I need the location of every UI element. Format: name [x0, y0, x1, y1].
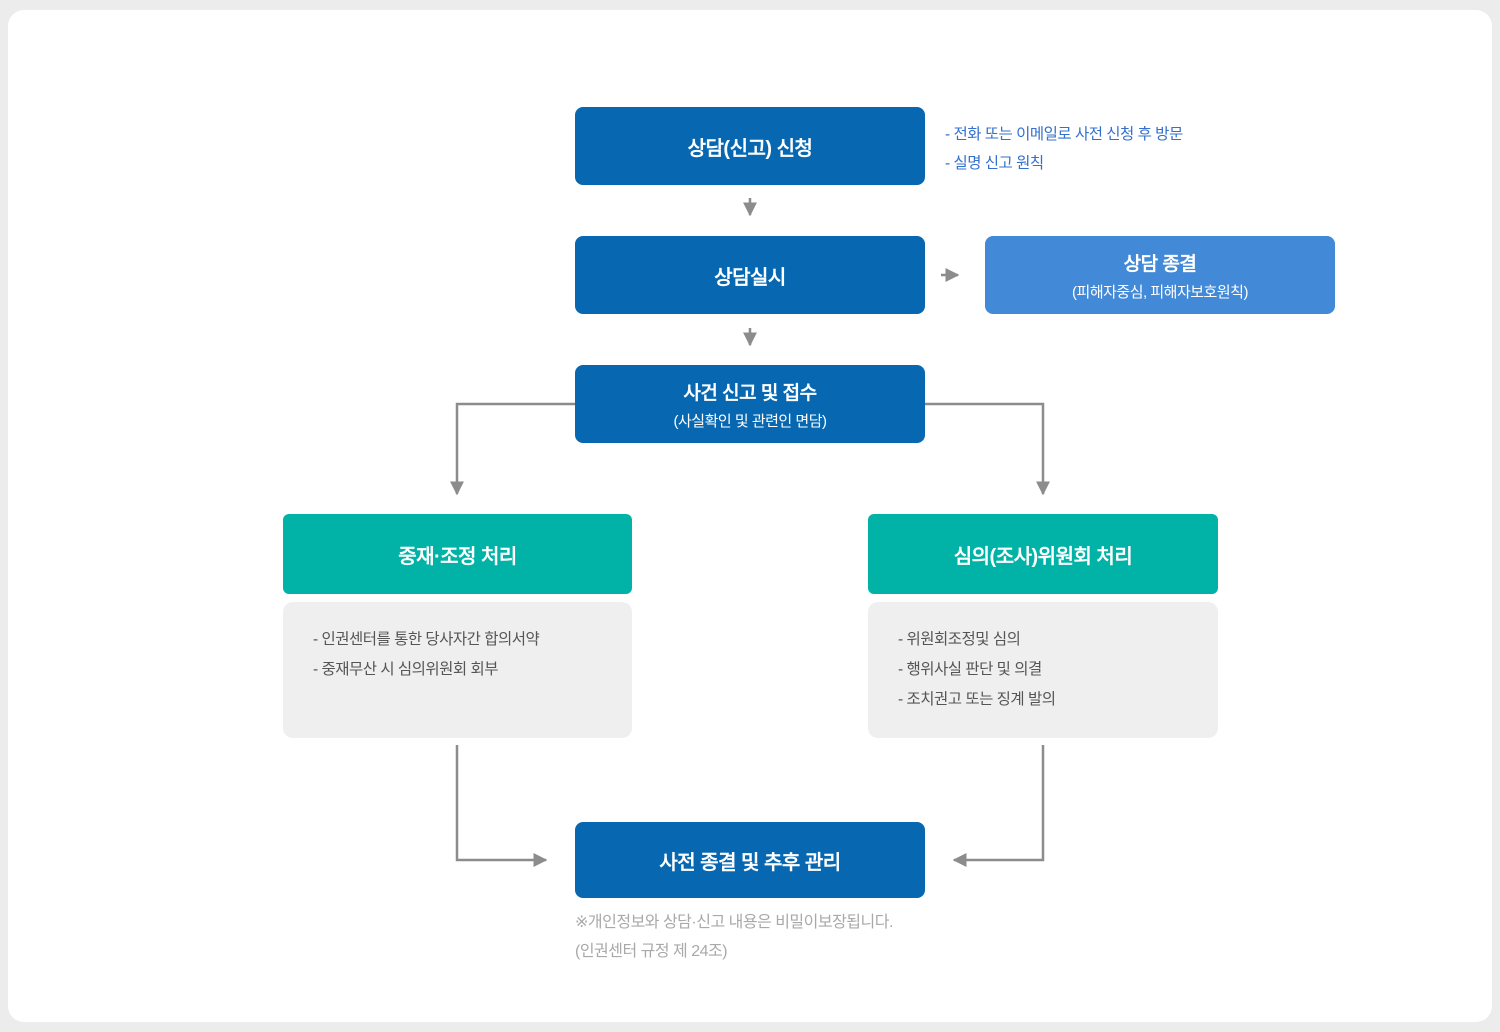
node-consult: 상담실시	[575, 236, 925, 314]
privacy-footnote-line: (인권센터 규정 제 24조)	[575, 943, 728, 960]
apply-side-notes: - 전화 또는 이메일로 사전 신청 후 방문 - 실명 신고 원칙	[945, 120, 1183, 178]
node-consult-close-title: 상담 종결	[1123, 253, 1197, 275]
apply-note-line: - 전화 또는 이메일로 사전 신청 후 방문	[945, 126, 1183, 143]
node-consult-title: 상담실시	[714, 266, 786, 289]
node-final-title: 사전 종결 및 추후 관리	[659, 851, 841, 874]
privacy-footnote: ※개인정보와 상담·신고 내용은 비밀이보장됩니다. (인권센터 규정 제 24…	[575, 908, 893, 966]
node-final: 사전 종결 및 추후 관리	[575, 822, 925, 898]
committee-detail-line: - 위원회조정및 심의	[898, 631, 1021, 648]
node-mediation: 중재·조정 처리	[283, 514, 632, 594]
committee-detail-panel: - 위원회조정및 심의 - 행위사실 판단 및 의결 - 조치권고 또는 징계 …	[868, 602, 1218, 738]
node-consult-close: 상담 종결 (피해자중심, 피해자보호원칙)	[985, 236, 1335, 314]
mediation-detail-panel: - 인권센터를 통한 당사자간 합의서약 - 중재무산 시 심의위원회 회부	[283, 602, 632, 738]
node-apply-title: 상담(신고) 신청	[687, 137, 813, 160]
committee-detail-line: - 행위사실 판단 및 의결	[898, 661, 1042, 678]
node-apply: 상담(신고) 신청	[575, 107, 925, 185]
mediation-detail-line: - 인권센터를 통한 당사자간 합의서약	[313, 631, 540, 648]
node-committee: 심의(조사)위원회 처리	[868, 514, 1218, 594]
node-report-subtitle: (사실확인 및 관련인 면담)	[673, 412, 828, 430]
node-report-title: 사건 신고 및 접수	[683, 382, 817, 404]
committee-detail-line: - 조치권고 또는 징계 발의	[898, 691, 1056, 708]
node-mediation-title: 중재·조정 처리	[398, 545, 517, 568]
node-report: 사건 신고 및 접수 (사실확인 및 관련인 면담)	[575, 365, 925, 443]
mediation-detail-line: - 중재무산 시 심의위원회 회부	[313, 661, 499, 678]
privacy-footnote-line: ※개인정보와 상담·신고 내용은 비밀이보장됩니다.	[575, 914, 893, 931]
node-committee-title: 심의(조사)위원회 처리	[953, 545, 1133, 568]
apply-note-line: - 실명 신고 원칙	[945, 155, 1044, 172]
node-consult-close-subtitle: (피해자중심, 피해자보호원칙)	[1072, 283, 1248, 301]
